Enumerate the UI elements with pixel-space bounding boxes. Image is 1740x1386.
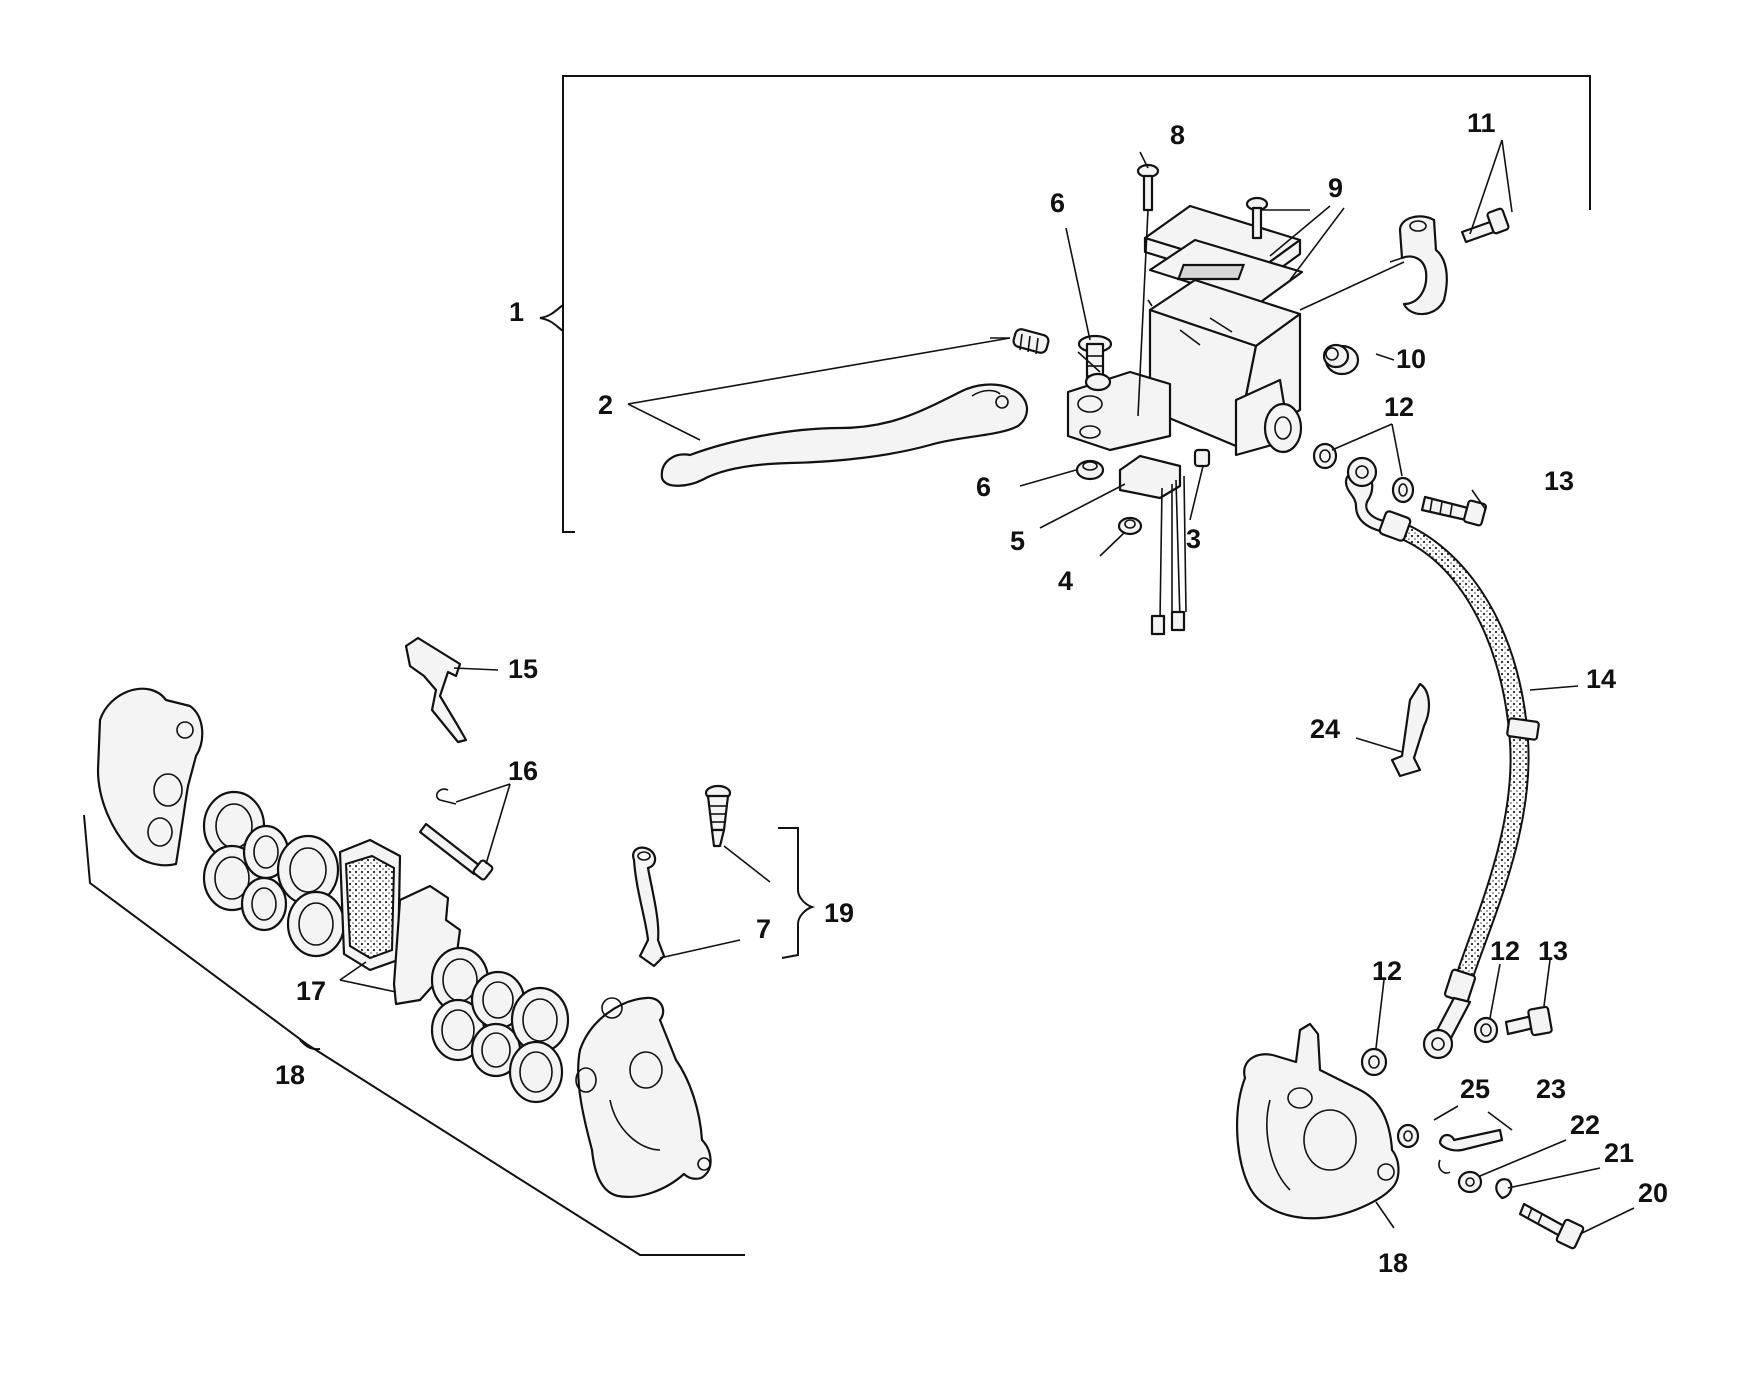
callout-11: 11 (1467, 108, 1496, 138)
callout-24: 24 (1310, 714, 1340, 744)
pad-spring-15 (404, 636, 468, 744)
assembly-1-bracket (539, 75, 1591, 533)
callout-12-top: 12 (1384, 392, 1414, 422)
leader-lines (339, 139, 1635, 1235)
banjo-bolt-bottom (1504, 1005, 1553, 1037)
caliper-pin-parts (1396, 1123, 1585, 1250)
assembly-18-bracket (83, 814, 745, 1256)
clamp-bolt (1460, 207, 1510, 244)
hose-guide-clip (1390, 682, 1430, 778)
assembly-19-bracket (778, 827, 816, 959)
bleeder-cap (632, 846, 666, 968)
callout-10: 10 (1396, 344, 1426, 374)
lever-spring (1012, 328, 1050, 355)
master-cylinder (1066, 204, 1304, 457)
callout-12-right: 12 (1490, 936, 1520, 966)
pivot-nut (1075, 459, 1105, 481)
callout-19: 19 (824, 898, 854, 928)
callout-14: 14 (1586, 664, 1616, 694)
washers-bottom (1360, 1016, 1499, 1077)
switch-nut (1117, 516, 1143, 536)
washers-top (1312, 442, 1415, 504)
pad-pin-16 (418, 788, 494, 881)
callout-17: 17 (296, 976, 326, 1006)
callout-21: 21 (1604, 1138, 1634, 1168)
pivot-bolt (1077, 334, 1113, 392)
bleeder-valve (704, 784, 732, 848)
callout-18-right: 18 (1378, 1248, 1408, 1278)
piston-seals-right (430, 946, 570, 1104)
brake-pads (338, 838, 462, 1006)
callout-5: 5 (1010, 526, 1025, 556)
callout-16: 16 (508, 756, 538, 786)
callout-13-bottom: 13 (1538, 936, 1568, 966)
callout-labels: 1 2 3 4 5 6 6 7 8 9 10 11 12 12 12 13 13… (275, 108, 1668, 1278)
banjo-bolt-top (1420, 495, 1487, 527)
caliper-left-half-a (96, 687, 204, 867)
callout-2: 2 (598, 390, 613, 420)
caliper-right (1236, 1022, 1400, 1220)
callout-23: 23 (1536, 1074, 1566, 1104)
callout-9: 9 (1328, 173, 1343, 203)
screw-8-axis (1137, 209, 1149, 417)
callout-6-bottom: 6 (976, 472, 991, 502)
piston-seals-left (202, 790, 346, 958)
caliper-left-half-b (575, 996, 712, 1198)
handlebar-clamp (1389, 215, 1448, 316)
callout-7: 7 (756, 914, 771, 944)
callout-4: 4 (1058, 566, 1073, 596)
push-rod (1193, 448, 1211, 468)
screw-8 (1136, 163, 1160, 212)
callout-8: 8 (1170, 120, 1185, 150)
dust-boot (1322, 343, 1360, 376)
callout-22: 22 (1570, 1110, 1600, 1140)
brake-lever (660, 383, 1028, 487)
callout-1: 1 (509, 297, 524, 327)
callout-18-left: 18 (275, 1060, 305, 1090)
brake-hose (1344, 456, 1540, 1060)
callout-20: 20 (1638, 1178, 1668, 1208)
callout-13-top: 13 (1544, 466, 1574, 496)
callout-6-top: 6 (1050, 188, 1065, 218)
callout-12-left: 12 (1372, 956, 1402, 986)
callout-15: 15 (508, 654, 538, 684)
brake-light-switch (1118, 454, 1187, 636)
callout-25: 25 (1460, 1074, 1490, 1104)
callout-3: 3 (1186, 524, 1201, 554)
screws-9 (1245, 196, 1269, 240)
